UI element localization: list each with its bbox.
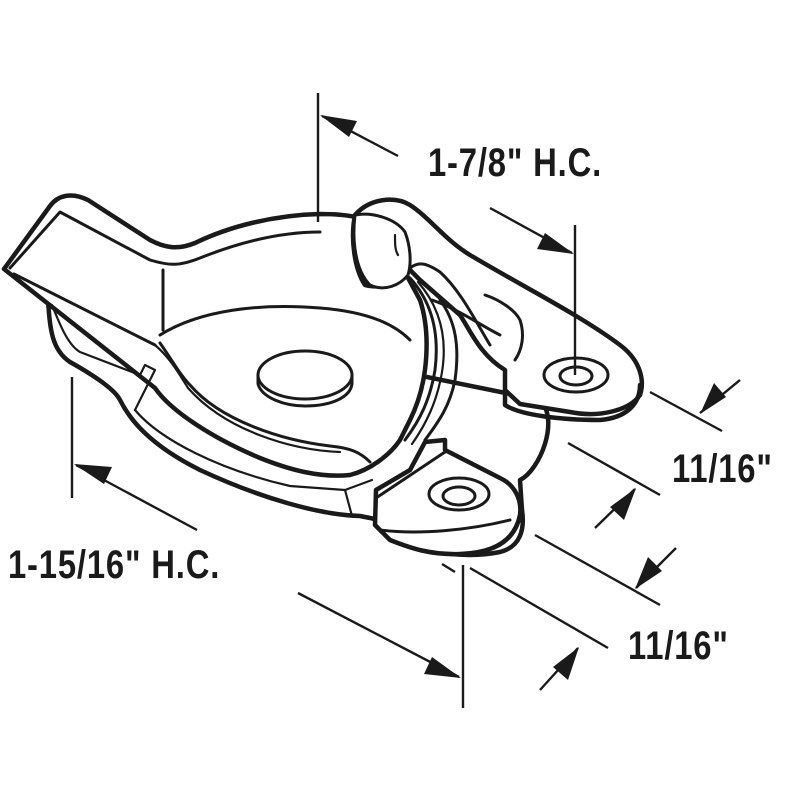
dimension-label-right-width-lower: 11/16" bbox=[628, 624, 729, 668]
dimension-right-width-lower bbox=[469, 533, 677, 691]
dimension-top-hole-center bbox=[316, 93, 577, 375]
dimension-right-width-upper bbox=[567, 379, 741, 529]
dimension-label-bottom-hole-center: 1-15/16" H.C. bbox=[8, 543, 221, 587]
bottom-mounting-ear bbox=[372, 437, 523, 557]
dimension-bottom-hole-center bbox=[70, 377, 465, 708]
dimension-label-right-width-upper: 11/16" bbox=[672, 447, 773, 491]
dimension-label-top-hole-center: 1-7/8" H.C. bbox=[428, 141, 603, 185]
